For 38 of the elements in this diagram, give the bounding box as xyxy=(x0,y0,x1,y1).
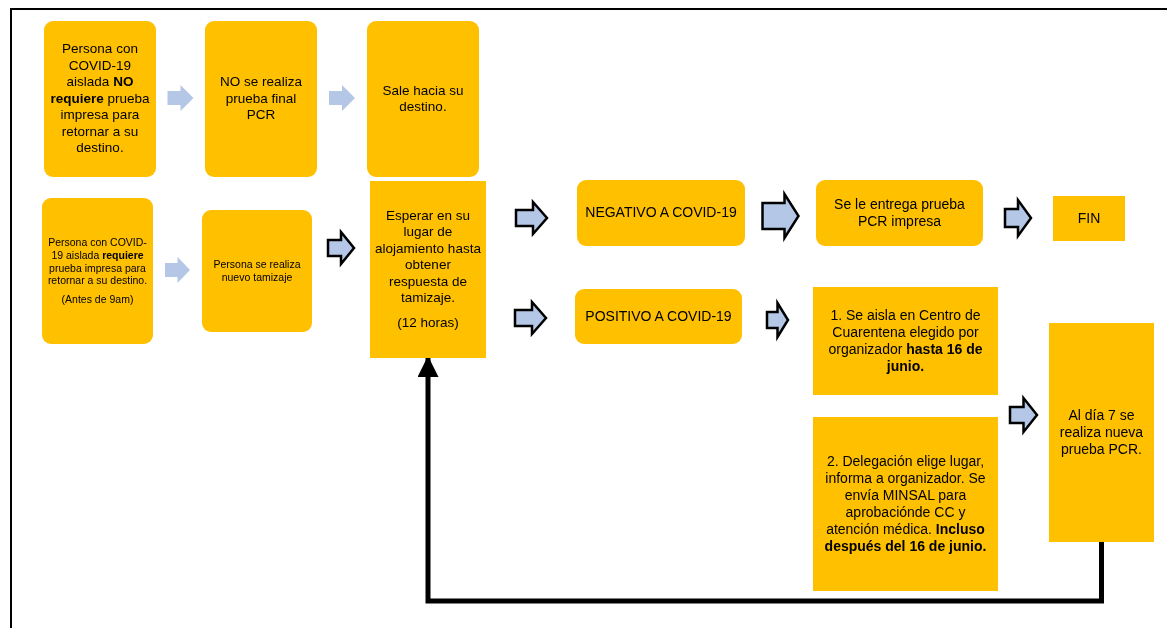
block-arrow xyxy=(326,228,356,268)
box-text: Esperar en su lugar de alojamiento hasta obtener respuesta de tamizaje. xyxy=(375,207,481,307)
block-arrow xyxy=(1003,196,1033,240)
box-text: Se le entrega prueba PCR impresa xyxy=(833,195,966,231)
box-text: (Antes de 9am) xyxy=(61,293,134,306)
process-box xyxy=(1049,323,1154,542)
box-text: Persona con COVID-19 aislada NO requiere prueba impresa para retornar a su destino. xyxy=(49,41,151,157)
process-box xyxy=(575,289,742,344)
process-box xyxy=(44,21,156,177)
process-box xyxy=(202,210,312,332)
box-text: NO se realiza prueba final PCR xyxy=(219,74,303,124)
block-arrow xyxy=(329,85,355,111)
process-box xyxy=(813,287,998,395)
block-arrow xyxy=(1008,394,1039,436)
block-arrow xyxy=(761,189,800,243)
process-box xyxy=(577,180,745,246)
box-text: POSITIVO A COVID-19 xyxy=(585,307,732,326)
block-arrow xyxy=(165,257,190,283)
process-box xyxy=(813,417,998,591)
block-arrow xyxy=(765,298,790,342)
box-text: Persona se realiza nuevo tamizaje xyxy=(212,258,302,284)
block-arrow xyxy=(513,298,548,338)
box-text: (12 horas) xyxy=(397,314,459,332)
process-box xyxy=(367,21,479,177)
box-text: Al día 7 se realiza nueva prueba PCR. xyxy=(1058,406,1145,459)
box-text: NEGATIVO A COVID-19 xyxy=(585,204,737,222)
box-text: 1. Se aisla en Centro de Cuarentena elegido por organizador hasta 16 de junio. xyxy=(827,306,984,376)
block-arrow xyxy=(514,198,549,238)
process-box xyxy=(42,198,153,344)
process-box xyxy=(1053,196,1125,241)
process-box xyxy=(370,181,486,358)
block-arrow xyxy=(167,85,194,111)
box-text: FIN xyxy=(1077,209,1101,228)
process-box xyxy=(205,21,317,177)
process-box xyxy=(816,180,983,246)
box-text: 2. Delegación elige lugar, informa a organizador. Se envía MINSAL para aprobaciónde CC y atención médica. Incluso después del 16 de junio. xyxy=(823,452,988,556)
box-text: Persona con COVID-19 aislada requiere prueba impresa para retornar a su destino. xyxy=(47,236,148,288)
box-text: Sale hacia su destino. xyxy=(381,82,465,116)
